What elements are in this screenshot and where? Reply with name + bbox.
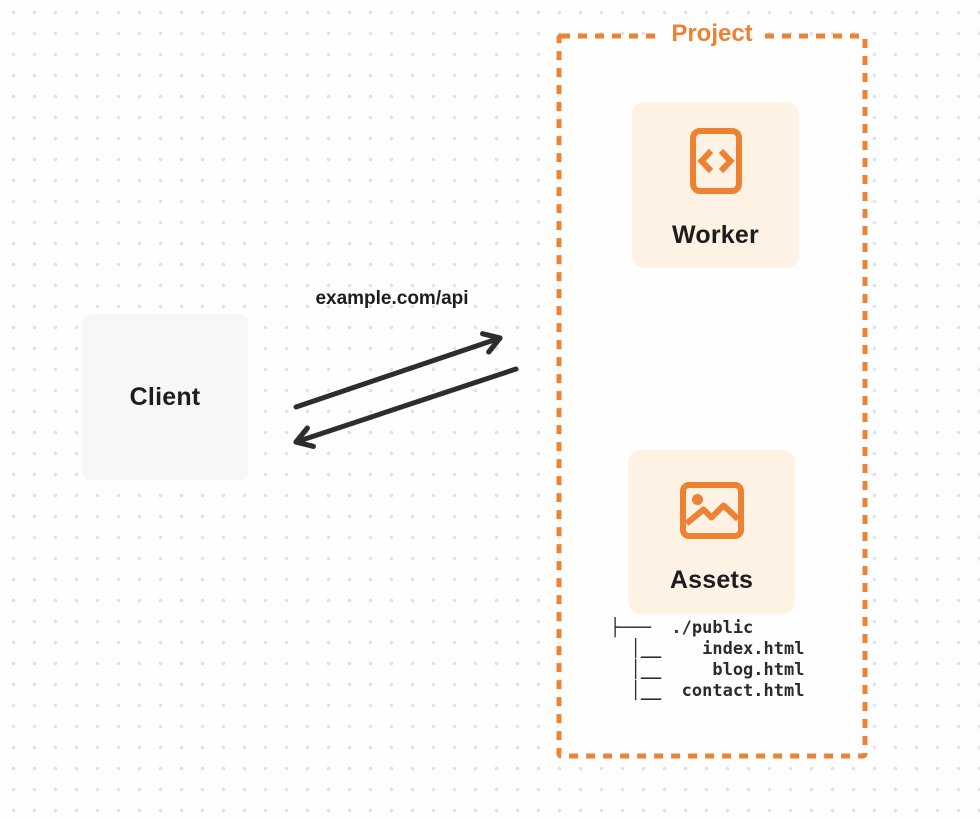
request-url-label: example.com/api: [315, 288, 469, 309]
worker-node: Worker: [632, 102, 799, 268]
image-icon: [679, 482, 744, 539]
file-tree-root: ├─── ./public: [610, 618, 754, 638]
file-tree-item: │__ blog.html: [610, 660, 805, 680]
worker-label: Worker: [672, 221, 759, 249]
code-file-icon: [689, 128, 742, 194]
project-label: Project: [662, 20, 762, 48]
client-node: Client: [82, 314, 248, 480]
response-arrow: [293, 366, 519, 449]
client-label: Client: [129, 382, 201, 411]
file-tree-item: │__ contact.html: [610, 681, 805, 701]
file-tree: ├─── ./public │__ index.html │__ blog.ht…: [610, 618, 804, 702]
request-arrow: [293, 331, 503, 410]
assets-node: Assets: [628, 450, 795, 614]
file-tree-item: │__ index.html: [610, 639, 805, 659]
assets-label: Assets: [669, 566, 754, 594]
